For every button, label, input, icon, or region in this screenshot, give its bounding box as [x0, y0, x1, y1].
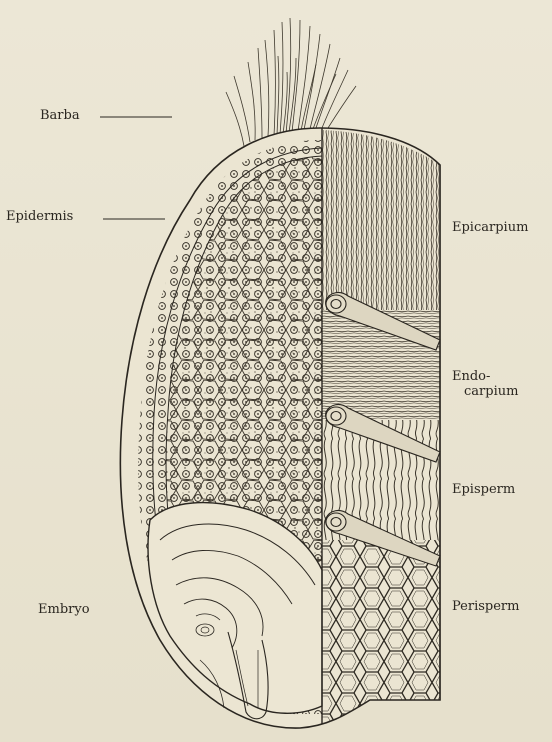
- label-episperm: Episperm: [452, 483, 515, 498]
- label-epicarpium: Epicarpium: [452, 221, 528, 236]
- label-perisperm: Perisperm: [452, 600, 519, 615]
- label-endocarpium: Endo- carpium: [452, 370, 518, 400]
- leader-lines: [100, 117, 172, 219]
- barba-hairs: [226, 18, 356, 146]
- label-embryo: Embryo: [38, 603, 90, 618]
- label-barba: Barba: [40, 109, 80, 124]
- label-epidermis: Epidermis: [6, 210, 73, 225]
- label-endocarpium-line2: carpium: [452, 385, 518, 400]
- label-endocarpium-line1: Endo-: [452, 370, 518, 385]
